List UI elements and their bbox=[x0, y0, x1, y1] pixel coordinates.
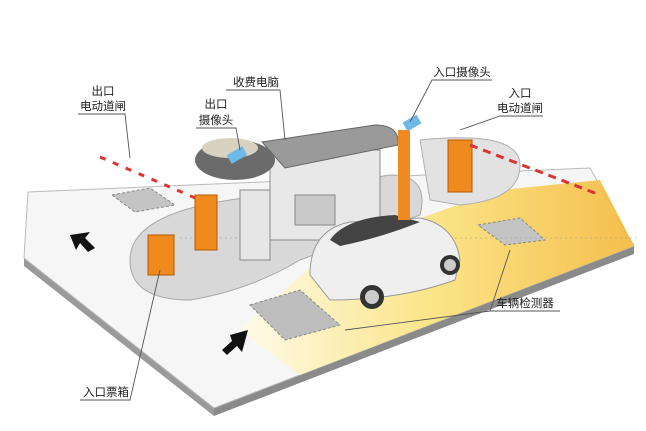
label-exit-camera-line1: 出口 bbox=[205, 97, 228, 111]
label-entry-camera: 入口摄像头 bbox=[433, 65, 491, 79]
vehicle-detector-loop bbox=[249, 289, 342, 341]
label-exit-barrier-line2: 电动道闸 bbox=[80, 99, 126, 113]
vehicle-detector-loop bbox=[476, 217, 547, 246]
label-vehicle-detector: 车辆检测器 bbox=[496, 296, 554, 310]
exit-direction-arrow bbox=[70, 232, 95, 252]
label-entry-ticket-box: 入口票箱 bbox=[83, 385, 129, 399]
exit-camera bbox=[226, 146, 248, 164]
entry-camera-post bbox=[398, 130, 410, 220]
entry-barrier bbox=[447, 139, 601, 197]
entry-camera bbox=[402, 114, 422, 132]
exit-barrier bbox=[99, 155, 218, 251]
exit-ticket-machine bbox=[239, 189, 271, 261]
label-exit-camera-line2: 摄像头 bbox=[199, 113, 234, 127]
label-entry-barrier-line1: 入口 bbox=[509, 86, 532, 100]
label-entry-barrier-line2: 电动道闸 bbox=[497, 101, 543, 115]
entry-ticket-box bbox=[147, 234, 175, 276]
entry-direction-arrow bbox=[222, 330, 248, 355]
label-toll-computer: 收费电脑 bbox=[233, 75, 279, 89]
label-exit-barrier-line1: 出口 bbox=[92, 84, 115, 98]
vehicle-detector-loop bbox=[110, 187, 177, 213]
entering-car bbox=[309, 215, 461, 309]
